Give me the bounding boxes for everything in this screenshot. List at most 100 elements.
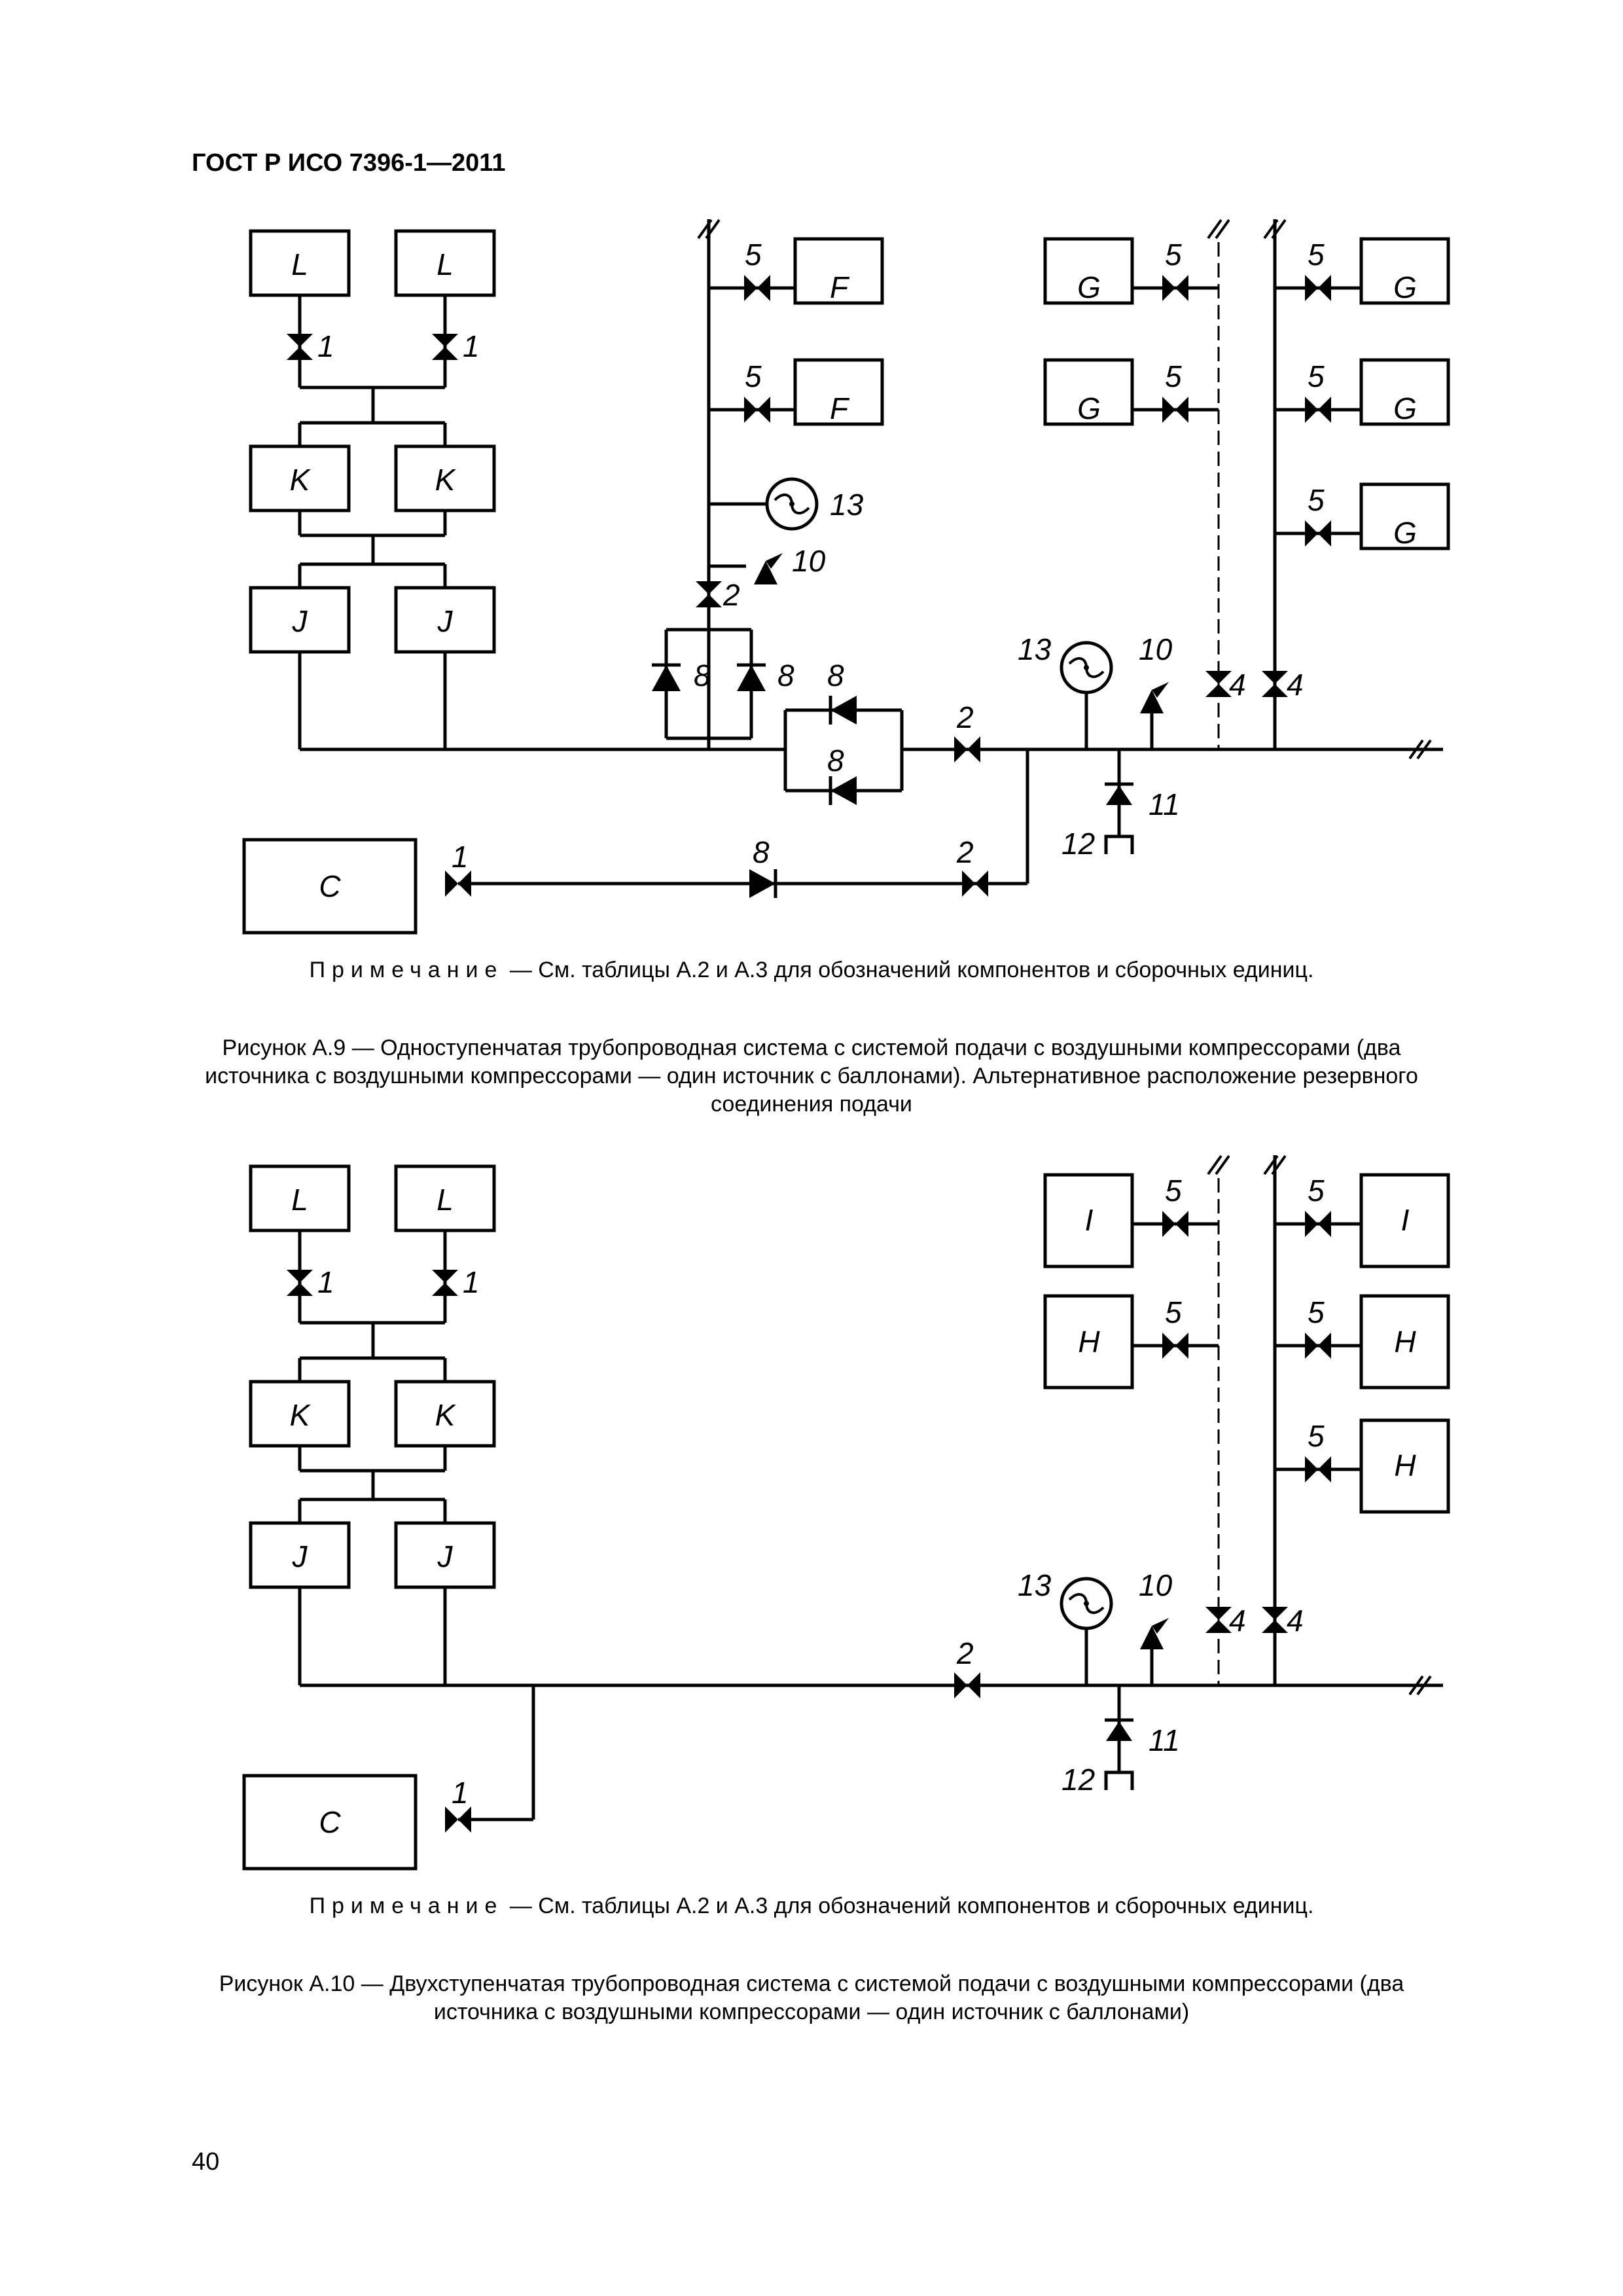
box-label: J bbox=[292, 604, 308, 638]
valve-5-icon bbox=[1305, 520, 1331, 547]
valve-2-icon bbox=[954, 736, 980, 762]
valve-1-icon bbox=[445, 1806, 471, 1833]
valve-2-icon bbox=[954, 1672, 980, 1698]
component-number: 2 bbox=[956, 835, 974, 869]
box-label: G bbox=[1393, 391, 1417, 425]
component-number: 10 bbox=[1139, 1568, 1173, 1602]
valve-1-right-icon bbox=[432, 1270, 458, 1296]
valve-1-left-icon bbox=[287, 334, 313, 360]
box-label: F bbox=[830, 391, 850, 425]
box-label: J bbox=[437, 604, 454, 638]
component-number: 8 bbox=[694, 658, 711, 692]
check-valve-8-icon bbox=[652, 665, 681, 691]
component-number: 10 bbox=[1139, 632, 1173, 666]
valve-5-icon bbox=[1305, 1211, 1331, 1237]
component-number: 13 bbox=[1018, 632, 1052, 666]
valve-4-icon bbox=[1205, 1607, 1232, 1633]
relief-valve-icon bbox=[1140, 682, 1169, 713]
valve-4-icon bbox=[1262, 671, 1288, 697]
box-label: I bbox=[1401, 1203, 1410, 1237]
component-number: 5 bbox=[1308, 359, 1325, 393]
box-label: G bbox=[1077, 270, 1101, 304]
component-number: 1 bbox=[452, 840, 469, 874]
note-prefix: Примечание bbox=[309, 958, 504, 982]
valve-2-icon bbox=[962, 870, 988, 897]
box-label: L bbox=[437, 1183, 454, 1217]
valve-1-left-icon bbox=[287, 1270, 313, 1296]
pipe-break-icon bbox=[1207, 219, 1230, 240]
component-number: 2 bbox=[722, 578, 740, 612]
component-number: 11 bbox=[1149, 787, 1180, 821]
valve-5-icon bbox=[1305, 1333, 1331, 1359]
box-g-left-bottom bbox=[1043, 358, 1134, 426]
component-number: 8 bbox=[827, 744, 844, 778]
component-number: 4 bbox=[1229, 1604, 1246, 1638]
component-number: 5 bbox=[1308, 1419, 1325, 1453]
box-label: J bbox=[437, 1539, 454, 1573]
box-label: K bbox=[290, 463, 312, 497]
component-number: 5 bbox=[1165, 1295, 1182, 1329]
box-f-top bbox=[793, 237, 884, 305]
box-label: H bbox=[1394, 1448, 1416, 1482]
check-valve-8-icon bbox=[830, 696, 857, 725]
component-number: 5 bbox=[745, 359, 762, 393]
page-number: 40 bbox=[192, 2148, 220, 2176]
document-header: ГОСТ Р ИСО 7396-1—2011 bbox=[192, 149, 506, 177]
component-number: 5 bbox=[1308, 1295, 1325, 1329]
component-number: 13 bbox=[1018, 1568, 1052, 1602]
figure-a9-note: Примечание — См. таблицы А.2 и А.3 для о… bbox=[0, 958, 1623, 983]
valve-2-icon bbox=[696, 581, 722, 607]
relief-valve-icon bbox=[1140, 1618, 1169, 1649]
drain-valve-11-icon bbox=[1105, 1718, 1133, 1741]
check-valve-8-icon bbox=[830, 776, 857, 805]
box-label: K bbox=[290, 1398, 312, 1432]
valve-5-icon bbox=[744, 397, 770, 423]
component-number: 1 bbox=[317, 1265, 334, 1299]
figure-a9-symbols bbox=[287, 219, 1432, 898]
component-number: 5 bbox=[1308, 238, 1325, 272]
pressure-gauge-icon bbox=[767, 479, 817, 529]
box-label: C bbox=[319, 869, 341, 903]
component-number: 4 bbox=[1287, 668, 1304, 702]
box-label: H bbox=[1078, 1325, 1100, 1359]
component-number: 5 bbox=[1165, 1174, 1182, 1208]
box-label: L bbox=[291, 1183, 308, 1217]
box-g-left-top bbox=[1043, 237, 1134, 305]
component-number: 8 bbox=[777, 658, 794, 692]
valve-5-icon bbox=[1162, 1333, 1188, 1359]
note-prefix: Примечание bbox=[309, 1893, 504, 1918]
component-number: 5 bbox=[1308, 483, 1325, 517]
relief-valve-icon bbox=[754, 553, 783, 584]
check-valve-8-icon bbox=[749, 869, 776, 898]
component-number: 1 bbox=[317, 329, 334, 363]
valve-4-icon bbox=[1205, 671, 1232, 697]
figure-a9-texts: L L K K J J F F G G G G G C 1 1 5 5 13 1… bbox=[290, 238, 1417, 903]
note-text: — См. таблицы А.2 и А.3 для обозначений … bbox=[509, 1893, 1314, 1918]
valve-5-icon bbox=[1162, 1211, 1188, 1237]
box-i-left bbox=[1043, 1173, 1134, 1268]
valve-5-icon bbox=[1162, 397, 1188, 423]
box-g-right-bottom bbox=[1359, 482, 1450, 550]
figure-a9-diagram bbox=[242, 219, 1450, 935]
pressure-gauge-icon bbox=[1061, 643, 1111, 692]
valve-1-right-icon bbox=[432, 334, 458, 360]
box-label: I bbox=[1085, 1203, 1094, 1237]
valve-1-icon bbox=[445, 870, 471, 897]
box-f-bottom bbox=[793, 358, 884, 426]
box-label: L bbox=[437, 247, 454, 281]
component-number: 11 bbox=[1149, 1723, 1180, 1757]
component-number: 5 bbox=[1165, 359, 1182, 393]
box-label: G bbox=[1077, 391, 1101, 425]
component-number: 12 bbox=[1061, 827, 1095, 861]
component-number: 1 bbox=[463, 329, 480, 363]
component-number: 13 bbox=[830, 488, 864, 522]
box-c bbox=[242, 838, 418, 935]
box-i-right bbox=[1359, 1173, 1450, 1268]
note-text: — См. таблицы А.2 и А.3 для обозначений … bbox=[509, 958, 1314, 982]
box-h-right-middle bbox=[1359, 1294, 1450, 1390]
box-label: K bbox=[435, 1398, 457, 1432]
figure-a10-note: Примечание — См. таблицы А.2 и А.3 для о… bbox=[0, 1893, 1623, 1919]
component-number: 5 bbox=[1308, 1174, 1325, 1208]
box-label: J bbox=[292, 1539, 308, 1573]
